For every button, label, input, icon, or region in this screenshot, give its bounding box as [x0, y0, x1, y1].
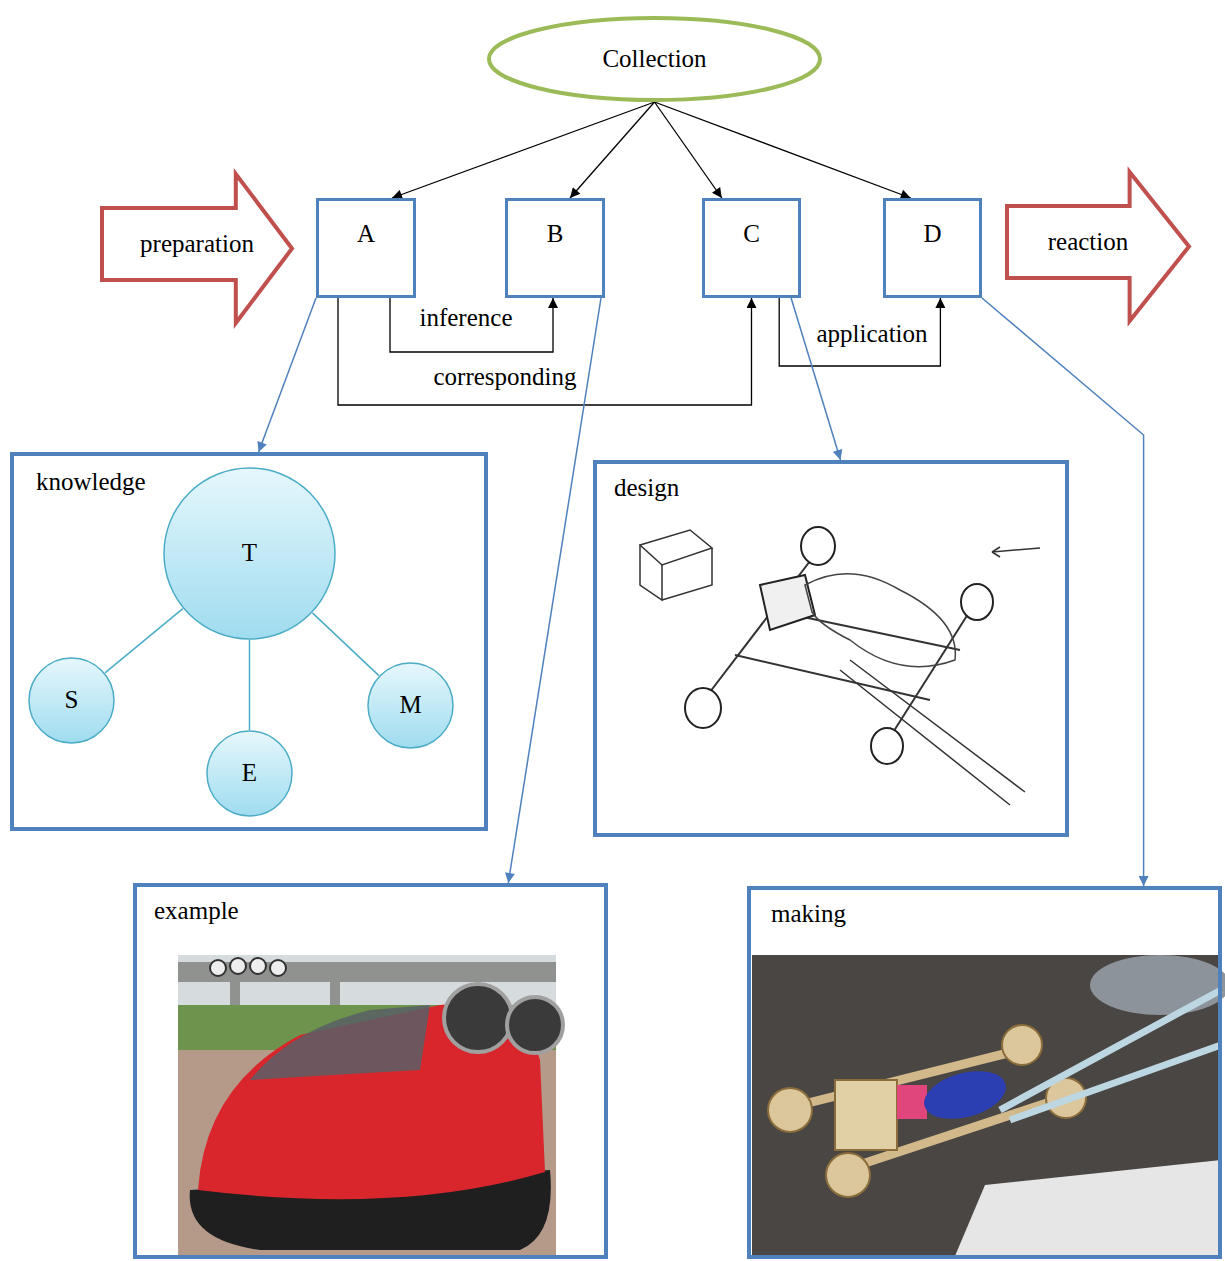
photo-pouch: [1090, 955, 1225, 1015]
node-label: C: [743, 220, 760, 249]
node-label: M: [399, 691, 421, 720]
connector-line: [982, 298, 1144, 886]
photo-sky: [178, 955, 556, 1256]
car-block: [835, 1080, 897, 1150]
connector-line: [779, 298, 940, 366]
sketch-axle: [700, 548, 820, 705]
stem-circle: E: [206, 730, 293, 817]
sketch-wheel: [961, 584, 993, 620]
sketch-straw: [840, 660, 1025, 805]
circle-outline: [29, 658, 114, 743]
connector-line: [249, 640, 251, 730]
edge-label: corresponding: [430, 363, 579, 392]
panel-heading: knowledge: [36, 468, 146, 497]
node-label: E: [242, 759, 257, 788]
edge-label: inference: [417, 304, 516, 333]
stage-box: A: [316, 198, 416, 298]
ellipse-outline: [489, 18, 820, 100]
panel-heading: making: [771, 900, 846, 929]
sketch-pointer: [992, 547, 1000, 557]
connector-line: [338, 298, 752, 405]
connector-line: [570, 102, 655, 198]
photo-paper: [955, 1160, 1221, 1256]
panel-box: example: [133, 883, 608, 1259]
node-label: T: [242, 539, 257, 568]
sketch-block: [640, 530, 712, 565]
stage-box: D: [883, 198, 982, 298]
panel-heading: example: [154, 897, 239, 926]
sketch-axle: [885, 603, 975, 745]
collection-ellipse: Collection: [487, 16, 822, 102]
circle-outline: [368, 663, 453, 748]
circle-outline: [164, 468, 335, 639]
hovercraft-light: [250, 958, 266, 974]
circle-outline: [207, 731, 292, 816]
stem-circle: T: [163, 467, 336, 640]
sketch-balloon: [805, 574, 955, 667]
hovercraft-light: [230, 958, 246, 974]
block-arrow-outline: [102, 174, 292, 323]
sketch-wheel: [801, 527, 835, 565]
panel-box: making: [747, 886, 1222, 1259]
connector-line: [312, 613, 379, 676]
connector-line: [259, 298, 316, 452]
hovercraft-light: [210, 960, 226, 976]
sketch-wheel: [871, 728, 903, 764]
car-balloon: [919, 1063, 1012, 1127]
stem-circle: M: [367, 662, 454, 749]
car-frame: [800, 1050, 1062, 1168]
block-arrow: preparation: [100, 172, 294, 325]
node-label: Collection: [602, 45, 706, 74]
car-wheel: [1002, 1025, 1042, 1065]
node-label: preparation: [140, 230, 254, 259]
block-arrow-outline: [1007, 172, 1189, 321]
stem-circle: S: [28, 657, 115, 744]
node-label: S: [65, 686, 79, 715]
stage-box: C: [702, 198, 801, 298]
car-wheel: [768, 1088, 812, 1132]
hovercraft-fan: [507, 997, 563, 1053]
hovercraft-light: [270, 960, 286, 976]
block-arrow: reaction: [1005, 170, 1191, 323]
panel-box: knowledgeT S E M: [10, 452, 488, 831]
car-tube: [897, 1085, 927, 1119]
connector-line: [390, 298, 553, 352]
connector-line: [655, 102, 911, 198]
sketch-wheel: [685, 688, 721, 728]
node-label: B: [547, 220, 564, 249]
panel-heading: design: [614, 474, 679, 503]
sketch-pointer: [992, 548, 1040, 552]
car-wheel: [826, 1153, 870, 1197]
node-label: D: [923, 220, 941, 249]
sketch-block: [640, 545, 712, 600]
car-straw: [1000, 990, 1221, 1120]
edge-label: application: [813, 320, 930, 349]
hovercraft-fan: [444, 984, 512, 1052]
stage-box: B: [505, 198, 605, 298]
connector-line: [392, 102, 655, 198]
sketch-paper: [620, 520, 1050, 820]
node-label: A: [357, 220, 375, 249]
connector-line: [655, 102, 722, 198]
panel-box: design: [593, 460, 1069, 837]
node-label: reaction: [1048, 228, 1129, 257]
hovercraft-window: [250, 1005, 430, 1080]
connector-line: [105, 609, 183, 673]
